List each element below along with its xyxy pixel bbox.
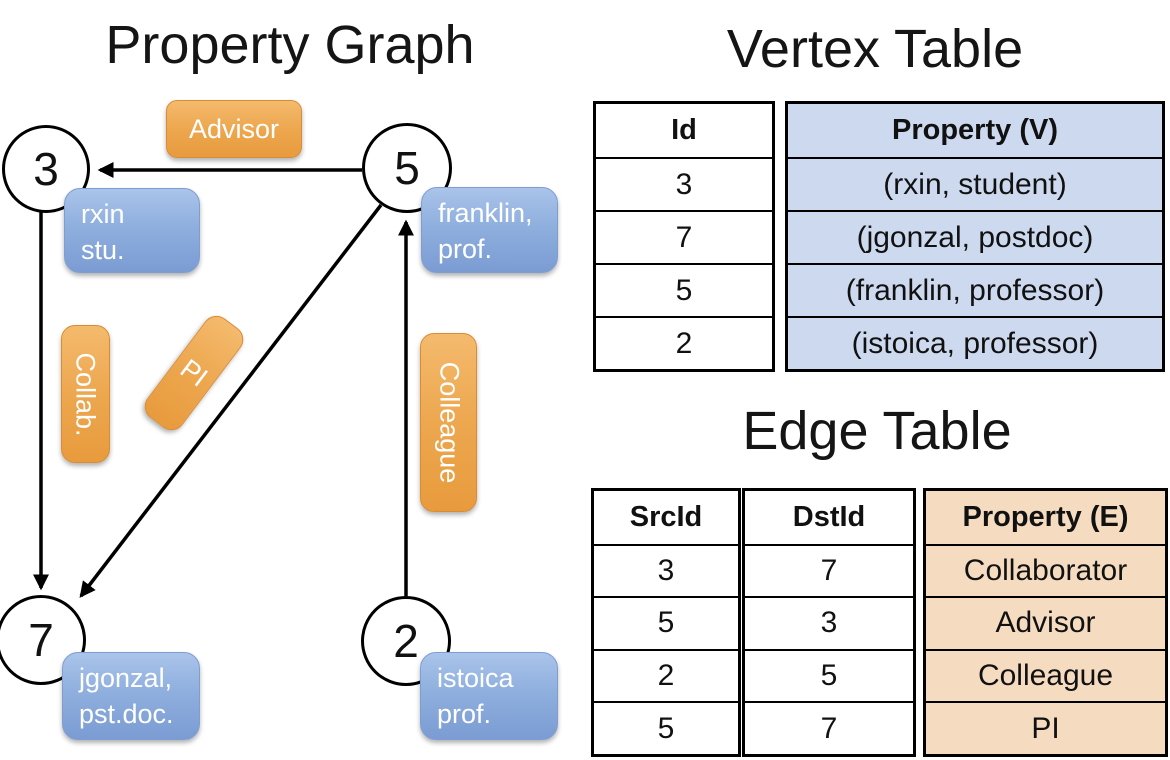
- vertex-table-id-column: Id 3 7 5 2: [593, 101, 775, 372]
- edge-table-header-property: Property (E): [926, 491, 1165, 544]
- vertex-table-id-cell: 3: [596, 157, 772, 210]
- vertex-table-property-cell: (istoica, professor): [788, 316, 1162, 369]
- vertex-property-line: rxin: [81, 199, 125, 229]
- edge-label-text: Colleague: [434, 361, 464, 484]
- edge-table-srcid-cell: 5: [594, 701, 738, 754]
- edge-table-property-cell: Advisor: [926, 596, 1165, 649]
- node-id-label: 2: [393, 615, 419, 667]
- vertex-property-line: prof.: [437, 698, 492, 729]
- vertex-table-header-property: Property (V): [788, 104, 1162, 157]
- vertex-property-callout-istoica: istoica prof.: [420, 652, 558, 740]
- edge-label-collab: Collab.: [61, 325, 110, 463]
- edge-table-property-cell: Colleague: [926, 648, 1165, 702]
- edge-label-text: Advisor: [188, 113, 280, 144]
- edge-table-title: Edge Table: [742, 401, 1012, 461]
- vertex-property-callout-rxin: rxin stu.: [64, 188, 200, 273]
- edge-table-dstid-cell: 7: [745, 701, 913, 754]
- vertex-table-title: Vertex Table: [726, 19, 1024, 79]
- vertex-table-property-cell: (rxin, student): [788, 157, 1162, 210]
- edge-table-dstid-column: DstId 7 3 5 7: [742, 488, 916, 757]
- edge-label-advisor: Advisor: [166, 100, 302, 158]
- edge-table-srcid-cell: 2: [594, 648, 738, 702]
- edge-table-header-srcid: SrcId: [594, 491, 738, 544]
- vertex-table-id-cell: 5: [596, 263, 772, 316]
- edge-table-dstid-cell: 5: [745, 648, 913, 702]
- vertex-table-property-cell: (franklin, professor): [788, 263, 1162, 316]
- edge-line-pi-5-to-7: [79, 203, 383, 598]
- node-id-label: 7: [28, 614, 54, 666]
- vertex-property-callout-franklin: franklin, prof.: [421, 187, 558, 273]
- edge-table-dstid-cell: 3: [745, 596, 913, 649]
- node-id-label: 3: [33, 143, 59, 195]
- vertex-property-line: jgonzal,: [79, 663, 173, 693]
- node-id-label: 5: [394, 142, 420, 194]
- edge-table-property-column: Property (E) Collaborator Advisor Collea…: [923, 488, 1168, 757]
- vertex-property-line: istoica: [437, 663, 514, 693]
- edge-label-text: Collab.: [71, 351, 102, 437]
- vertex-table-header-id: Id: [596, 104, 772, 157]
- edge-label-text: PI: [175, 352, 214, 393]
- property-graph-title: Property Graph: [105, 15, 475, 75]
- edge-table-dstid-cell: 7: [745, 543, 913, 597]
- vertex-table-id-cell: 2: [596, 316, 772, 369]
- vertex-property-line: stu.: [81, 234, 125, 265]
- vertex-property-line: pst.doc.: [79, 698, 174, 729]
- graph-node-5: 5: [362, 123, 452, 213]
- edge-label-colleague: Colleague: [420, 333, 477, 512]
- vertex-property-callout-jgonzal: jgonzal, pst.doc.: [62, 652, 200, 740]
- edge-table-header-dstid: DstId: [745, 491, 913, 544]
- vertex-property-line: prof.: [438, 233, 493, 264]
- edge-table-srcid-cell: 3: [594, 543, 738, 597]
- edge-table-property-cell: Collaborator: [926, 543, 1165, 597]
- graph-edges-layer: [32, 161, 415, 598]
- edge-table-property-cell: PI: [926, 701, 1165, 754]
- vertex-table-property-cell: (jgonzal, postdoc): [788, 210, 1162, 263]
- vertex-table-id-cell: 7: [596, 210, 772, 263]
- edge-table-srcid-column: SrcId 3 5 2 5: [591, 488, 741, 757]
- vertex-property-line: franklin,: [438, 198, 533, 228]
- edge-table-srcid-cell: 5: [594, 596, 738, 649]
- vertex-table-property-column: Property (V) (rxin, student) (jgonzal, p…: [785, 101, 1165, 372]
